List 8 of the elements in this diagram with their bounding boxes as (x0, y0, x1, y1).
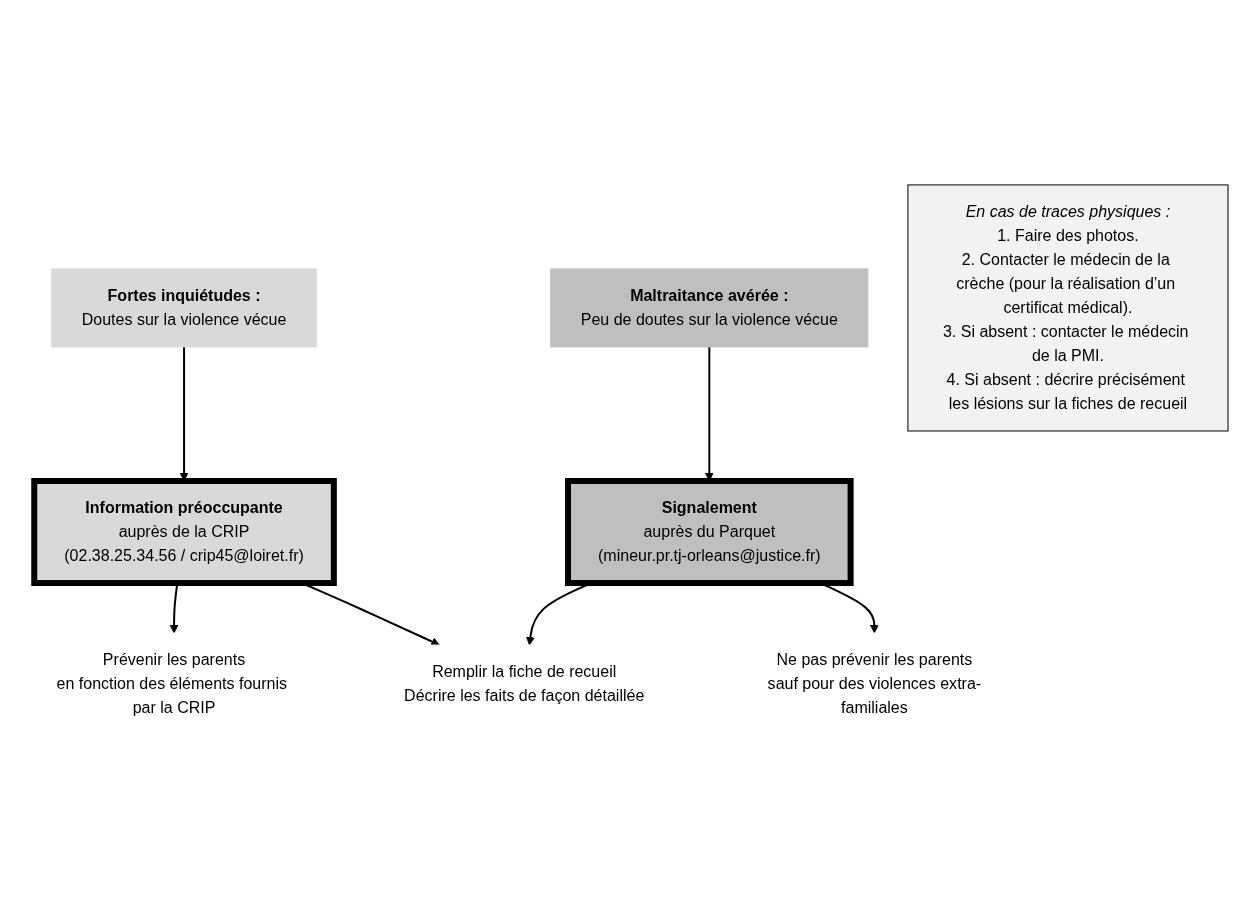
node-text: Prévenir les parents en fonction des éléments fournis par la CRIP (56, 651, 288, 717)
node-text: Remplir la fiche de recueil Décrire les faits de façon détaillée (404, 663, 645, 705)
node-box: Maltraitance avérée : Peu de doutes sur la violence vécue (550, 268, 869, 348)
node-box: Fortes inquiétudes : Doutes sur la violence vécue (51, 268, 317, 348)
node-box: Information préoccupante auprès de la CRIP (02.38.25.34.56 / crip45@loiret.fr) (31, 478, 337, 587)
node-text: Ne pas prévenir les parents sauf pour des violences extra-familiales (767, 651, 982, 717)
node-box: En cas de traces physiques : 1. Faire des photos. 2. Contacter le médecin de la crèche (pour la réalisation d’un certificat médical). 3. Si absent : contacter le médecin de la PMI. 4. Si absent : décrire précisément les lésions sur la fiches de recueil (907, 184, 1229, 432)
node-box: Signalement auprès du Parquet (mineur.pr.tj-orleans@justice.fr) (565, 478, 854, 587)
